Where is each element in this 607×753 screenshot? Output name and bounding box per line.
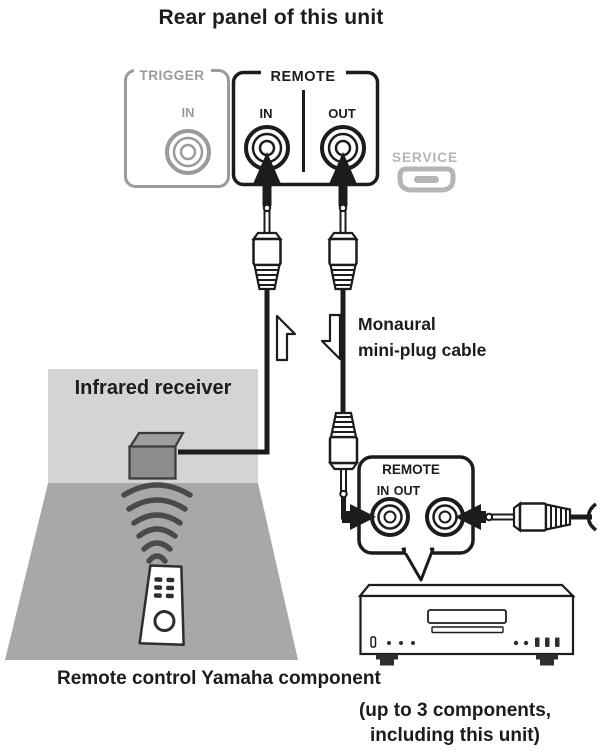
ir-wave bbox=[126, 497, 188, 512]
remote-button bbox=[166, 585, 175, 591]
device-top-face bbox=[357, 583, 576, 598]
arrow-shaft bbox=[342, 511, 351, 523]
ir-wave bbox=[136, 526, 178, 539]
ir-wave bbox=[141, 540, 173, 552]
remote-in-arrow bbox=[253, 152, 281, 206]
callout-in-jack bbox=[370, 497, 410, 537]
device-front-face bbox=[359, 594, 575, 656]
ir-wave bbox=[131, 512, 183, 526]
callout-out-label: OUT bbox=[394, 484, 421, 498]
device-foot bbox=[380, 659, 394, 666]
arrow-shaft bbox=[479, 511, 486, 523]
mini-plug-in bbox=[252, 203, 282, 291]
device-power-button bbox=[370, 636, 377, 648]
remote-button bbox=[165, 593, 174, 599]
device-foot bbox=[376, 654, 398, 660]
device-button bbox=[399, 641, 403, 645]
remote-in-cable bbox=[178, 286, 270, 455]
ir-waves bbox=[121, 482, 193, 564]
rear-panel: TRIGGER IN REMOTE IN OUT bbox=[124, 62, 458, 193]
ir-wave bbox=[121, 482, 193, 498]
remote-label: REMOTE bbox=[270, 69, 335, 85]
bubble-tail bbox=[401, 547, 435, 582]
mini-plug-right bbox=[484, 502, 572, 532]
signal-up-arrow-icon bbox=[275, 314, 297, 362]
device-button bbox=[523, 640, 529, 646]
bubble-tail-joint bbox=[406, 546, 430, 553]
cable-break-squiggle bbox=[586, 502, 598, 532]
callout-remote-label: REMOTE bbox=[382, 462, 440, 477]
usb-port-slot bbox=[414, 176, 439, 183]
service-port: SERVICE bbox=[392, 150, 458, 193]
signal-down-arrow-icon bbox=[320, 313, 342, 361]
trigger-label-bg bbox=[134, 62, 211, 78]
device-foot bbox=[540, 659, 554, 666]
cable-note-label: Monaural mini-plug cable bbox=[358, 311, 486, 363]
mini-plug-out bbox=[328, 203, 358, 291]
callout-in-arrow bbox=[342, 504, 376, 530]
remote-button bbox=[154, 577, 163, 582]
device-disc-tray bbox=[427, 609, 507, 624]
callout-bubble: REMOTE IN OUT bbox=[342, 455, 486, 582]
remote-out-arrow bbox=[329, 152, 357, 206]
arrow-up-icon bbox=[329, 152, 357, 184]
arrow-up-icon bbox=[253, 152, 281, 184]
remote-ring-button bbox=[153, 610, 176, 633]
caption-line2: (up to 3 components, bbox=[358, 700, 552, 721]
remote-label-bg bbox=[261, 64, 346, 81]
mini-plug-down bbox=[328, 411, 359, 499]
device-button bbox=[545, 637, 550, 647]
cables bbox=[178, 286, 598, 532]
cable-note-line2: mini-plug cable bbox=[358, 340, 487, 360]
remote-button bbox=[153, 593, 162, 598]
trigger-in-label: IN bbox=[182, 105, 195, 120]
device-button bbox=[555, 637, 560, 647]
device-feet bbox=[376, 654, 558, 666]
remote-button bbox=[154, 585, 163, 590]
device-button bbox=[411, 641, 415, 645]
room-scene bbox=[5, 369, 298, 660]
remote-button bbox=[166, 577, 175, 583]
device-button bbox=[513, 640, 519, 646]
device-right-buttons bbox=[513, 637, 560, 647]
infrared-receiver-label: Infrared receiver bbox=[74, 377, 232, 399]
device-foot bbox=[536, 654, 558, 660]
infrared-receiver-box bbox=[127, 431, 185, 480]
caption-line1: Remote control Yamaha component bbox=[57, 668, 381, 689]
trigger-section: TRIGGER IN bbox=[124, 62, 230, 188]
callout-out-arrow bbox=[455, 504, 486, 530]
device-button bbox=[535, 637, 540, 647]
callout-in-label: IN bbox=[377, 484, 390, 498]
remote-out-label: OUT bbox=[328, 106, 356, 121]
arrow-shaft bbox=[262, 182, 272, 206]
component-device bbox=[357, 583, 576, 666]
arrow-right-icon bbox=[350, 504, 376, 530]
cable-note-line1: Monaural bbox=[358, 314, 436, 334]
remote-section: REMOTE IN OUT bbox=[231, 64, 380, 187]
trigger-in-jack bbox=[165, 129, 211, 175]
remote-control-handset bbox=[138, 564, 185, 646]
receiver-top-face bbox=[127, 431, 185, 449]
caption-lines-2-3: (up to 3 components, including this unit… bbox=[300, 698, 607, 748]
remote-buttons bbox=[153, 577, 175, 599]
trigger-label: TRIGGER bbox=[139, 68, 204, 83]
ir-wave bbox=[146, 553, 168, 564]
service-label: SERVICE bbox=[392, 150, 458, 165]
arrow-left-icon bbox=[455, 504, 481, 530]
arrow-shaft bbox=[338, 182, 348, 206]
page-title: Rear panel of this unit bbox=[158, 6, 384, 29]
device-display-slot bbox=[431, 626, 504, 634]
device-button bbox=[387, 641, 391, 645]
receiver-front-face bbox=[128, 445, 177, 480]
caption-line3: including this unit) bbox=[370, 725, 540, 746]
remote-in-label: IN bbox=[260, 106, 273, 121]
device-left-buttons bbox=[387, 641, 415, 645]
